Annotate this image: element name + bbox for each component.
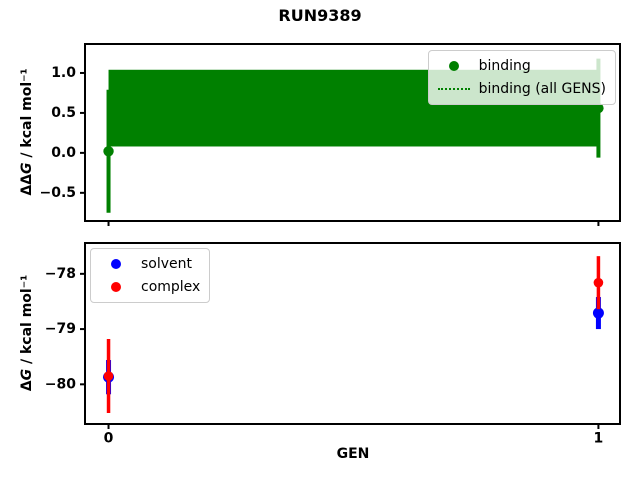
figure-title: RUN9389 bbox=[278, 6, 362, 25]
dg-plot-canvas: 0 1 −80 −79 −78 bbox=[45, 256, 604, 447]
legend-dotted-line-icon bbox=[437, 88, 470, 90]
binding-point-gen0 bbox=[103, 146, 114, 157]
ddg-ylabel-units: / kcal mol⁻¹ bbox=[19, 68, 35, 163]
legend-label: binding bbox=[478, 58, 531, 74]
complex-point-gen0 bbox=[103, 371, 114, 381]
x-tick-label: 0 bbox=[104, 431, 114, 447]
complex-point-gen1 bbox=[593, 277, 604, 288]
x-tick-label: 1 bbox=[594, 431, 604, 447]
legend-item: binding bbox=[438, 56, 606, 76]
y-tick-label: 0.5 bbox=[51, 105, 76, 121]
ddg-legend: binding binding (all GENS) bbox=[427, 50, 616, 105]
y-tick-label: −80 bbox=[45, 376, 76, 392]
y-tick-label: 1.0 bbox=[51, 65, 76, 81]
dg-ylabel-units: / kcal mol⁻¹ bbox=[19, 274, 35, 369]
ddg-ylabel-symbol: G bbox=[19, 162, 35, 174]
dg-ylabel-prefix: Δ bbox=[19, 380, 35, 392]
legend-item: solvent bbox=[100, 254, 200, 274]
legend-label: binding (all GENS) bbox=[478, 81, 606, 97]
dg-legend: solvent complex bbox=[90, 248, 211, 303]
x-axis-label: GEN bbox=[336, 446, 370, 462]
ddg-ylabel-prefix: ΔΔ bbox=[19, 173, 35, 196]
dg-ylabel-symbol: G bbox=[19, 368, 35, 381]
y-tick-label: −79 bbox=[45, 321, 76, 337]
legend-label: complex bbox=[141, 279, 201, 295]
y-tick-label: −0.5 bbox=[39, 185, 76, 201]
legend-item: binding (all GENS) bbox=[437, 79, 606, 99]
axes-dg: 0 1 −80 −79 −78 solvent complex bbox=[45, 242, 621, 447]
legend-dot-icon bbox=[438, 61, 470, 71]
legend-item: complex bbox=[100, 277, 200, 297]
axes-ddg: −0.5 0.0 0.5 1.0 binding binding (all GENS) bbox=[39, 43, 621, 226]
y-tick-label: −78 bbox=[45, 266, 76, 282]
binding-point-gen1 bbox=[593, 102, 604, 114]
ddg-y-axis-label: ΔΔG / kcal mol⁻¹ bbox=[19, 68, 35, 195]
solvent-point-gen1 bbox=[592, 307, 604, 319]
legend-label: solvent bbox=[141, 256, 193, 272]
dg-y-axis-label: ΔG / kcal mol⁻¹ bbox=[19, 275, 35, 391]
legend-dot-icon bbox=[100, 282, 132, 292]
y-tick-label: 0.0 bbox=[51, 145, 76, 161]
legend-dot-icon bbox=[100, 259, 132, 269]
